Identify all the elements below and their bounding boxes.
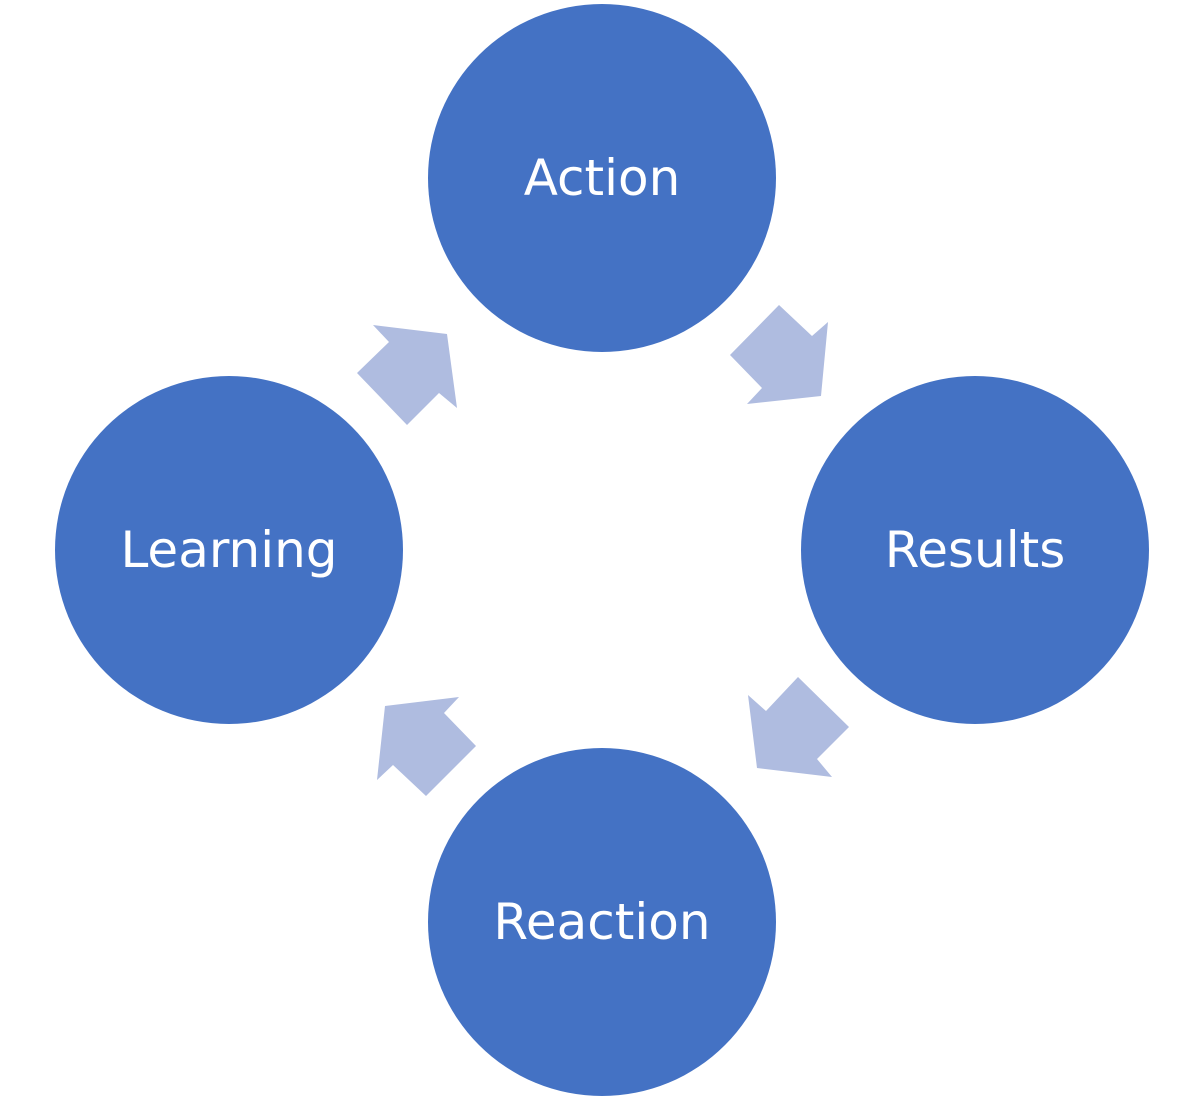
node-learning: Learning bbox=[55, 376, 403, 724]
node-reaction: Reaction bbox=[428, 748, 776, 1096]
node-reaction-circle bbox=[428, 748, 776, 1096]
arrow-results-to-reaction bbox=[748, 677, 849, 777]
node-learning-label: Learning bbox=[120, 521, 337, 579]
node-action-circle bbox=[428, 4, 776, 352]
arrow-reaction-to-learning bbox=[377, 697, 476, 796]
node-results-label: Results bbox=[885, 521, 1066, 579]
node-action-label: Action bbox=[524, 149, 681, 207]
node-reaction-label: Reaction bbox=[493, 893, 710, 951]
arrow-action-to-results bbox=[730, 305, 828, 404]
arrow-learning-to-action bbox=[357, 325, 457, 425]
node-results: Results bbox=[801, 376, 1149, 724]
node-learning-circle bbox=[55, 376, 403, 724]
node-action: Action bbox=[428, 4, 776, 352]
node-results-circle bbox=[801, 376, 1149, 724]
